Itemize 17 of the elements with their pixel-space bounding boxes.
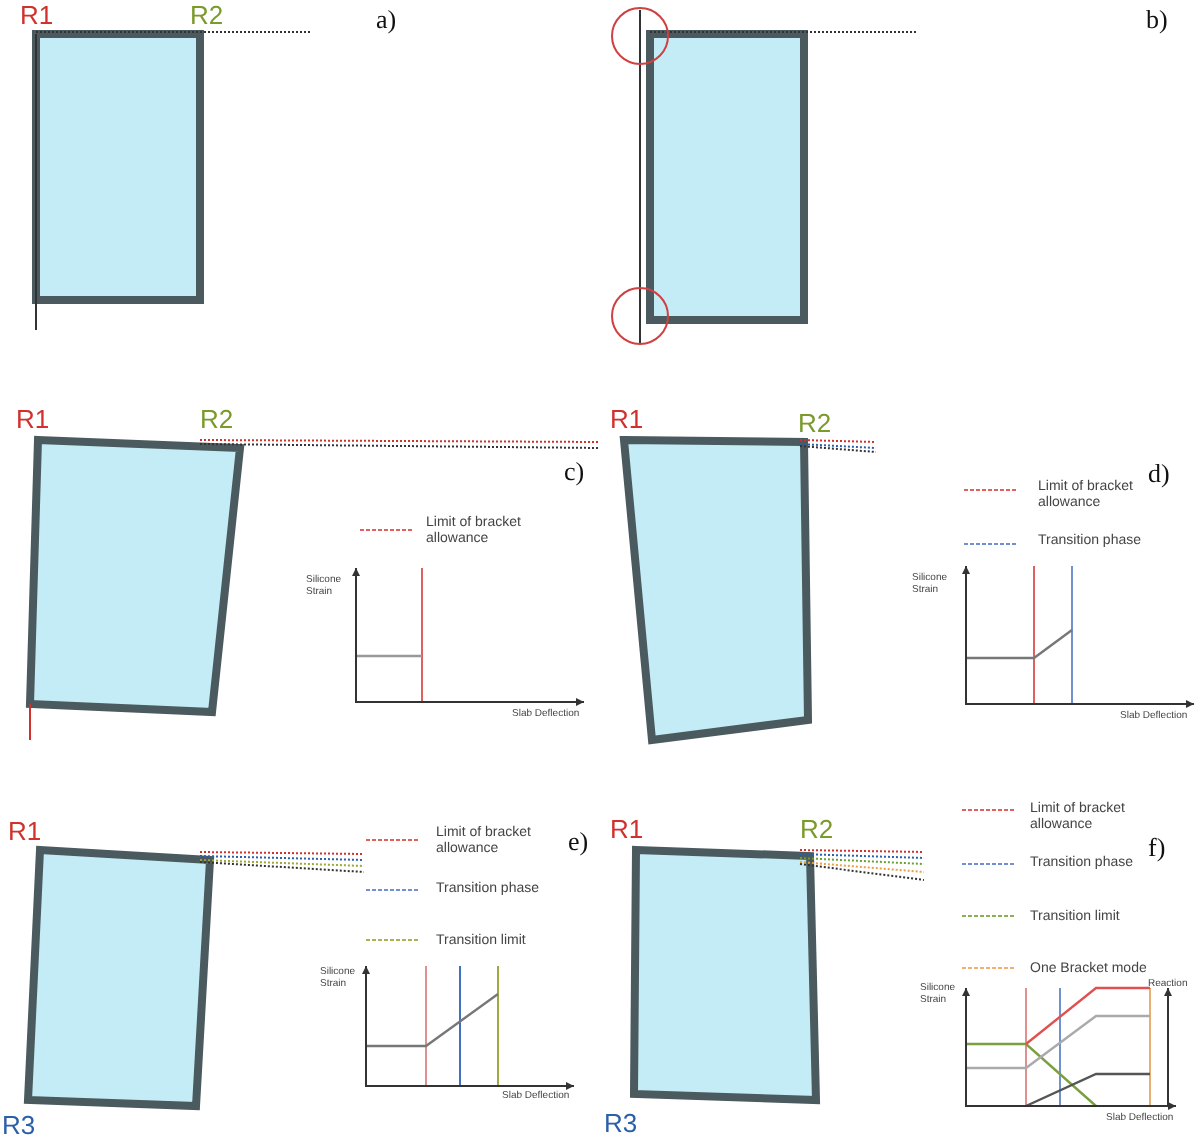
panel-letter: c) <box>564 458 585 487</box>
support-label: R3 <box>2 1112 36 1140</box>
panel-letter: e) <box>568 828 589 857</box>
support-label: R2 <box>798 410 832 439</box>
support-label: R1 <box>16 406 50 435</box>
panel-letter: a) <box>376 6 397 35</box>
support-label: R1 <box>8 818 42 847</box>
support-label: R3 <box>604 1110 638 1139</box>
support-label: R2 <box>200 406 234 435</box>
support-label: R1 <box>20 2 54 31</box>
support-label: R1 <box>610 816 644 845</box>
support-label: R1 <box>610 406 644 435</box>
support-label: R2 <box>190 2 224 31</box>
panel-letter: f) <box>1148 834 1166 863</box>
panel-letter: b) <box>1146 6 1168 35</box>
support-label: R2 <box>800 816 834 845</box>
panel-letter: d) <box>1148 460 1170 489</box>
